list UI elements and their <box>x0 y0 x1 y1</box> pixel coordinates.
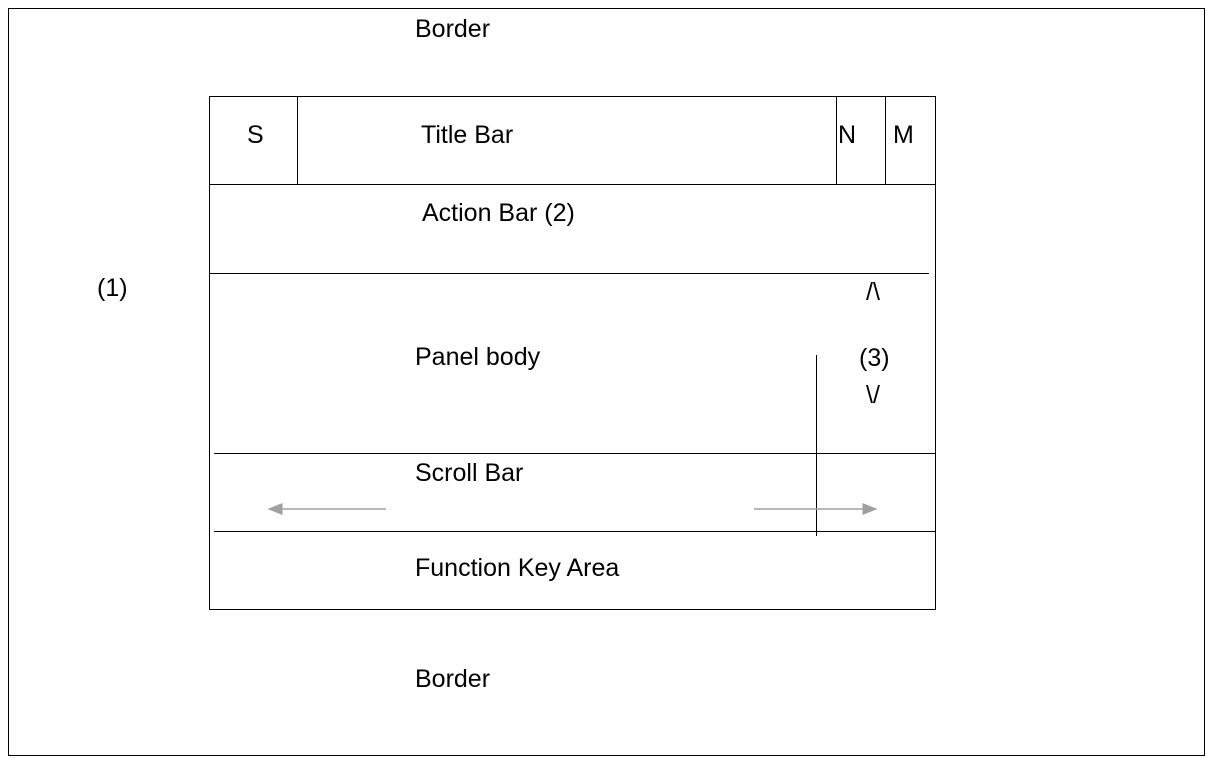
border-top-label: Border <box>415 15 491 43</box>
title-bar-bottom-line <box>209 184 936 185</box>
action-bar-label[interactable]: Action Bar (2) <box>422 199 575 227</box>
panel-frame <box>209 96 936 610</box>
border-bottom-label: Border <box>415 665 491 693</box>
scroll-bar-label: Scroll Bar <box>415 459 524 487</box>
maximize-symbol[interactable]: M <box>893 121 914 149</box>
title-bar-label: Title Bar <box>421 121 514 149</box>
system-menu-symbol[interactable]: S <box>247 121 264 149</box>
window-marker-label: (1) <box>97 274 128 302</box>
vertical-scroll-bar-line[interactable] <box>816 355 817 536</box>
scroll-down-symbol[interactable]: \/ <box>866 381 880 409</box>
panel-body-label: Panel body <box>415 343 541 371</box>
system-menu-divider <box>297 96 298 185</box>
minimize-symbol[interactable]: N <box>838 121 857 149</box>
maximize-divider <box>885 96 886 185</box>
function-key-area-label[interactable]: Function Key Area <box>415 554 620 582</box>
action-bar-bottom-line <box>209 273 929 274</box>
minimize-divider <box>836 96 837 185</box>
vertical-scroll-marker: (3) <box>859 344 890 372</box>
scroll-up-symbol[interactable]: /\ <box>866 278 880 306</box>
scroll-bar-top-line <box>214 453 936 454</box>
window-border-frame <box>8 8 1205 756</box>
scroll-bar-bottom-line <box>214 531 936 532</box>
